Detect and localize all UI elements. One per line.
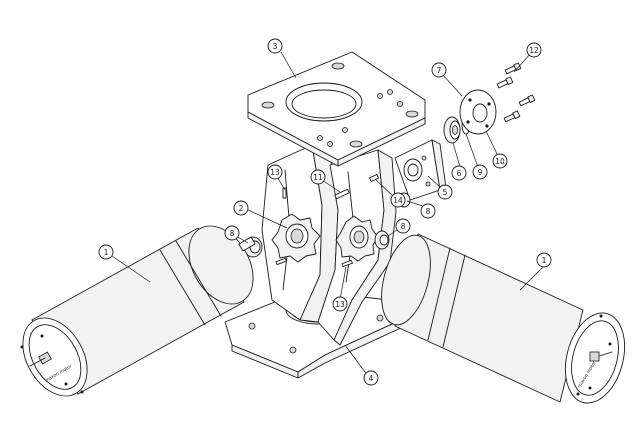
part-1-motor-right: maxon motor xyxy=(381,233,626,404)
part-11-shaft xyxy=(334,188,350,200)
callout-8-left: 8 xyxy=(224,225,240,241)
callout-13-upper: 13 xyxy=(267,164,283,180)
part-13-pins xyxy=(275,187,353,268)
svg-text:9: 9 xyxy=(478,168,483,177)
part-2-hub-left xyxy=(271,213,321,263)
svg-text:1: 1 xyxy=(104,248,109,257)
svg-text:4: 4 xyxy=(369,374,374,383)
part-7-end-flange xyxy=(459,89,497,135)
svg-text:6: 6 xyxy=(457,169,462,178)
callout-9: 9 xyxy=(472,164,488,180)
callout-10: 10 xyxy=(492,153,508,169)
svg-text:1: 1 xyxy=(542,256,547,265)
svg-text:8: 8 xyxy=(230,229,235,238)
callout-13-lower: 13 xyxy=(332,296,348,312)
callout-5: 5 xyxy=(437,184,453,200)
callout-8-center: 8 xyxy=(395,218,411,234)
callout-6: 6 xyxy=(451,165,467,181)
callout-7: 7 xyxy=(431,62,447,78)
svg-text:12: 12 xyxy=(529,46,539,55)
part-8-bearing-center xyxy=(374,230,390,250)
callout-14: 14 xyxy=(390,192,406,208)
part-6-bearing xyxy=(443,116,461,144)
part-14-pin xyxy=(369,174,379,182)
svg-text:2: 2 xyxy=(239,204,244,213)
callout-2: 2 xyxy=(233,200,249,216)
part-4-base-plate xyxy=(224,289,406,379)
svg-text:5: 5 xyxy=(443,188,448,197)
svg-text:13: 13 xyxy=(270,168,280,177)
part-5-bearing-bracket xyxy=(394,139,447,201)
callout-8-bracket: 8 xyxy=(420,203,436,219)
svg-text:8: 8 xyxy=(401,222,406,231)
hub-right xyxy=(335,215,379,262)
svg-text:11: 11 xyxy=(313,173,323,182)
part-3-top-plate xyxy=(247,51,426,167)
callout-4: 4 xyxy=(363,370,379,386)
part-1-motor-left: maxon motor xyxy=(20,225,256,397)
svg-text:7: 7 xyxy=(437,66,442,75)
svg-text:3: 3 xyxy=(273,42,278,51)
callout-1-left: 1 xyxy=(98,244,114,260)
svg-text:14: 14 xyxy=(393,196,403,205)
callout-3: 3 xyxy=(267,38,283,54)
part-12-screws xyxy=(496,62,536,123)
svg-text:10: 10 xyxy=(495,157,505,166)
leader-lines xyxy=(111,51,548,377)
callout-12: 12 xyxy=(526,42,542,58)
callout-11: 11 xyxy=(310,169,326,185)
svg-text:8: 8 xyxy=(426,207,431,216)
callout-1-right: 1 xyxy=(536,252,552,268)
svg-text:13: 13 xyxy=(335,300,345,309)
